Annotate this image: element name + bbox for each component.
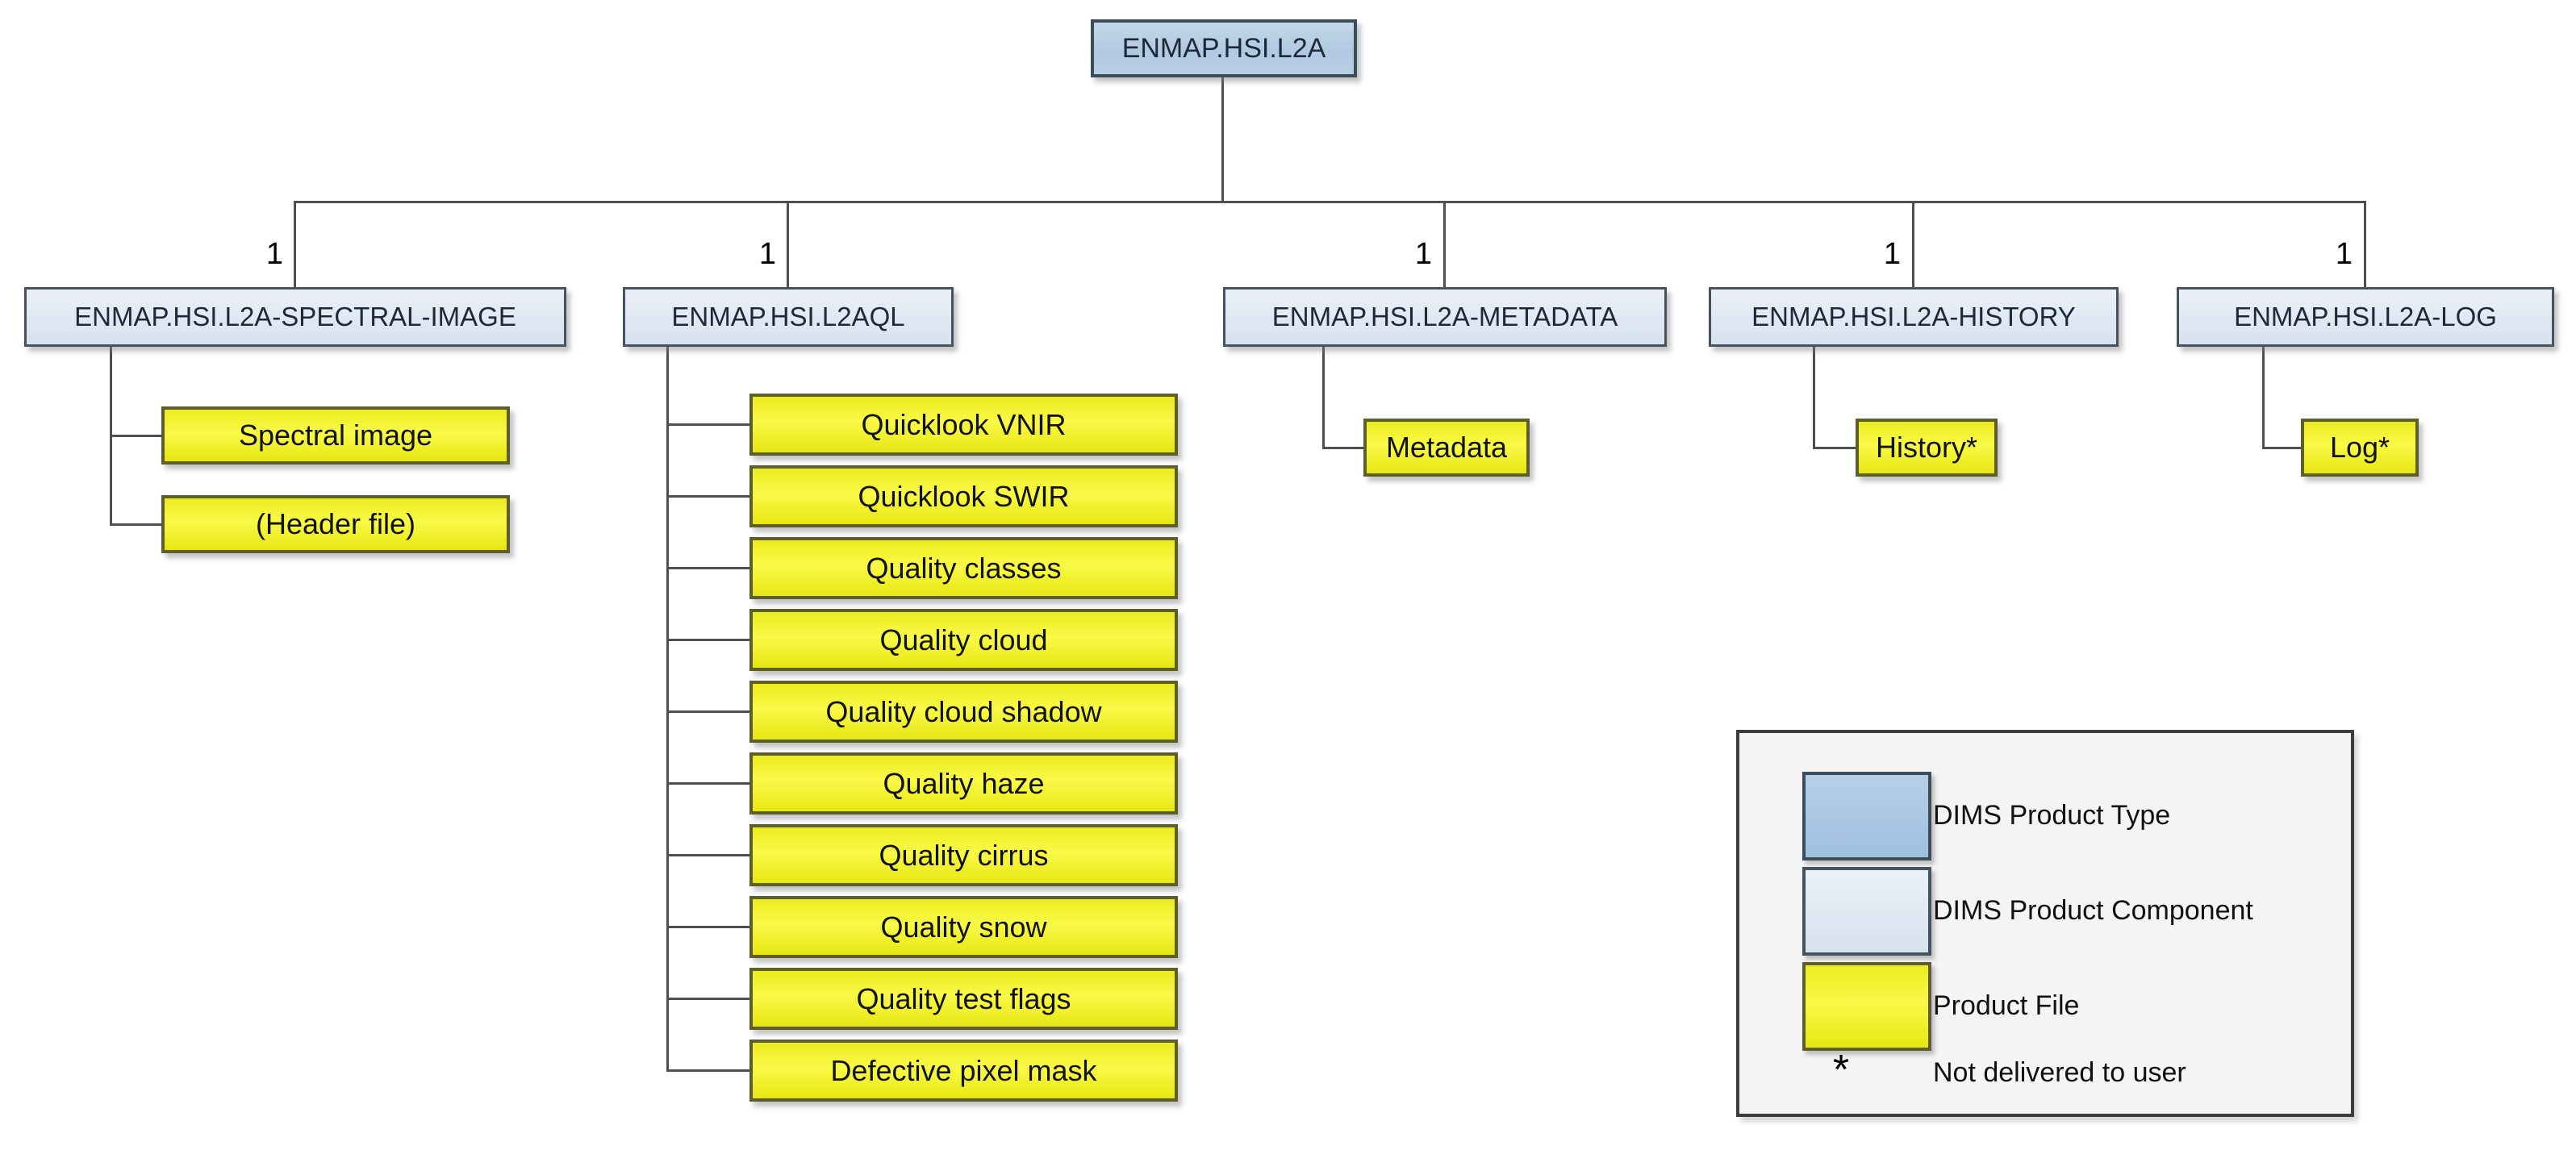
- connector-col1-stub: [110, 523, 163, 526]
- connector-col3-stub: [1322, 447, 1365, 449]
- legend-label-product-component: DIMS Product Component: [1933, 895, 2253, 926]
- connector-col2-stub: [666, 782, 751, 785]
- legend-swatch-product-type: [1802, 772, 1931, 860]
- connector-col5-vertical: [2262, 347, 2265, 449]
- asterisk-symbol: *: [1832, 1047, 1850, 1094]
- legend-label-product-type: DIMS Product Type: [1933, 800, 2171, 831]
- multiplicity-label: 1: [1883, 237, 1901, 271]
- legend-swatch-product-component: [1802, 867, 1931, 956]
- file-quality-haze: Quality haze: [749, 752, 1178, 815]
- legend: DIMS Product Type DIMS Product Component…: [1736, 730, 2354, 1117]
- connector-col2-stub: [666, 854, 751, 856]
- multiplicity-label: 1: [265, 237, 283, 271]
- file-quality-snow: Quality snow: [749, 896, 1178, 958]
- file-quality-cloud-shadow: Quality cloud shadow: [749, 681, 1178, 743]
- connector-col2-stub: [666, 926, 751, 928]
- connector-root-drop: [1221, 77, 1224, 202]
- connector-col2-stub: [666, 710, 751, 713]
- file-quality-test-flags: Quality test flags: [749, 968, 1178, 1030]
- file-header-file: (Header file): [161, 495, 510, 553]
- file-metadata: Metadata: [1363, 419, 1530, 477]
- file-defective-pixel-mask: Defective pixel mask: [749, 1040, 1178, 1102]
- file-quicklook-vnir: Quicklook VNIR: [749, 394, 1178, 456]
- connector-col4-stub: [1813, 447, 1857, 449]
- connector-col2-vertical: [666, 347, 669, 1072]
- connector-col2-stub: [666, 495, 751, 498]
- node-enmap-hsi-l2a: ENMAP.HSI.L2A: [1091, 19, 1357, 77]
- connector-col2-stub: [666, 423, 751, 426]
- connector-bus: [294, 201, 2366, 203]
- connector-drop-history: [1912, 201, 1914, 287]
- node-enmap-hsi-l2a-spectral-image: ENMAP.HSI.L2A-SPECTRAL-IMAGE: [24, 287, 566, 347]
- file-quicklook-swir: Quicklook SWIR: [749, 465, 1178, 527]
- connector-col2-stub: [666, 639, 751, 641]
- node-enmap-hsi-l2a-metadata: ENMAP.HSI.L2A-METADATA: [1223, 287, 1667, 347]
- connector-col2-stub: [666, 567, 751, 569]
- multiplicity-label: 1: [758, 237, 776, 271]
- file-quality-cirrus: Quality cirrus: [749, 824, 1178, 886]
- legend-label-product-file: Product File: [1933, 990, 2080, 1021]
- connector-col4-vertical: [1813, 347, 1815, 449]
- connector-col1-stub: [110, 435, 163, 437]
- file-history: History*: [1856, 419, 1998, 477]
- connector-col5-stub: [2262, 447, 2303, 449]
- connector-col2-stub: [666, 1069, 751, 1072]
- connector-drop-spectral-image: [294, 201, 296, 287]
- connector-drop-metadata: [1443, 201, 1446, 287]
- legend-swatch-product-file: [1802, 962, 1931, 1051]
- node-enmap-hsi-l2a-history: ENMAP.HSI.L2A-HISTORY: [1709, 287, 2119, 347]
- file-quality-cloud: Quality cloud: [749, 609, 1178, 671]
- connector-drop-log: [2364, 201, 2366, 287]
- connector-col3-vertical: [1322, 347, 1325, 449]
- node-enmap-hsi-l2a-log: ENMAP.HSI.L2A-LOG: [2177, 287, 2554, 347]
- file-spectral-image: Spectral image: [161, 406, 510, 465]
- multiplicity-label: 1: [1414, 237, 1432, 271]
- legend-label-not-delivered: Not delivered to user: [1933, 1057, 2186, 1088]
- file-quality-classes: Quality classes: [749, 537, 1178, 599]
- connector-col2-stub: [666, 998, 751, 1000]
- connector-drop-l2aql: [787, 201, 789, 287]
- file-log: Log*: [2301, 419, 2419, 477]
- node-enmap-hsi-l2aql: ENMAP.HSI.L2AQL: [623, 287, 954, 347]
- multiplicity-label: 1: [2335, 237, 2353, 271]
